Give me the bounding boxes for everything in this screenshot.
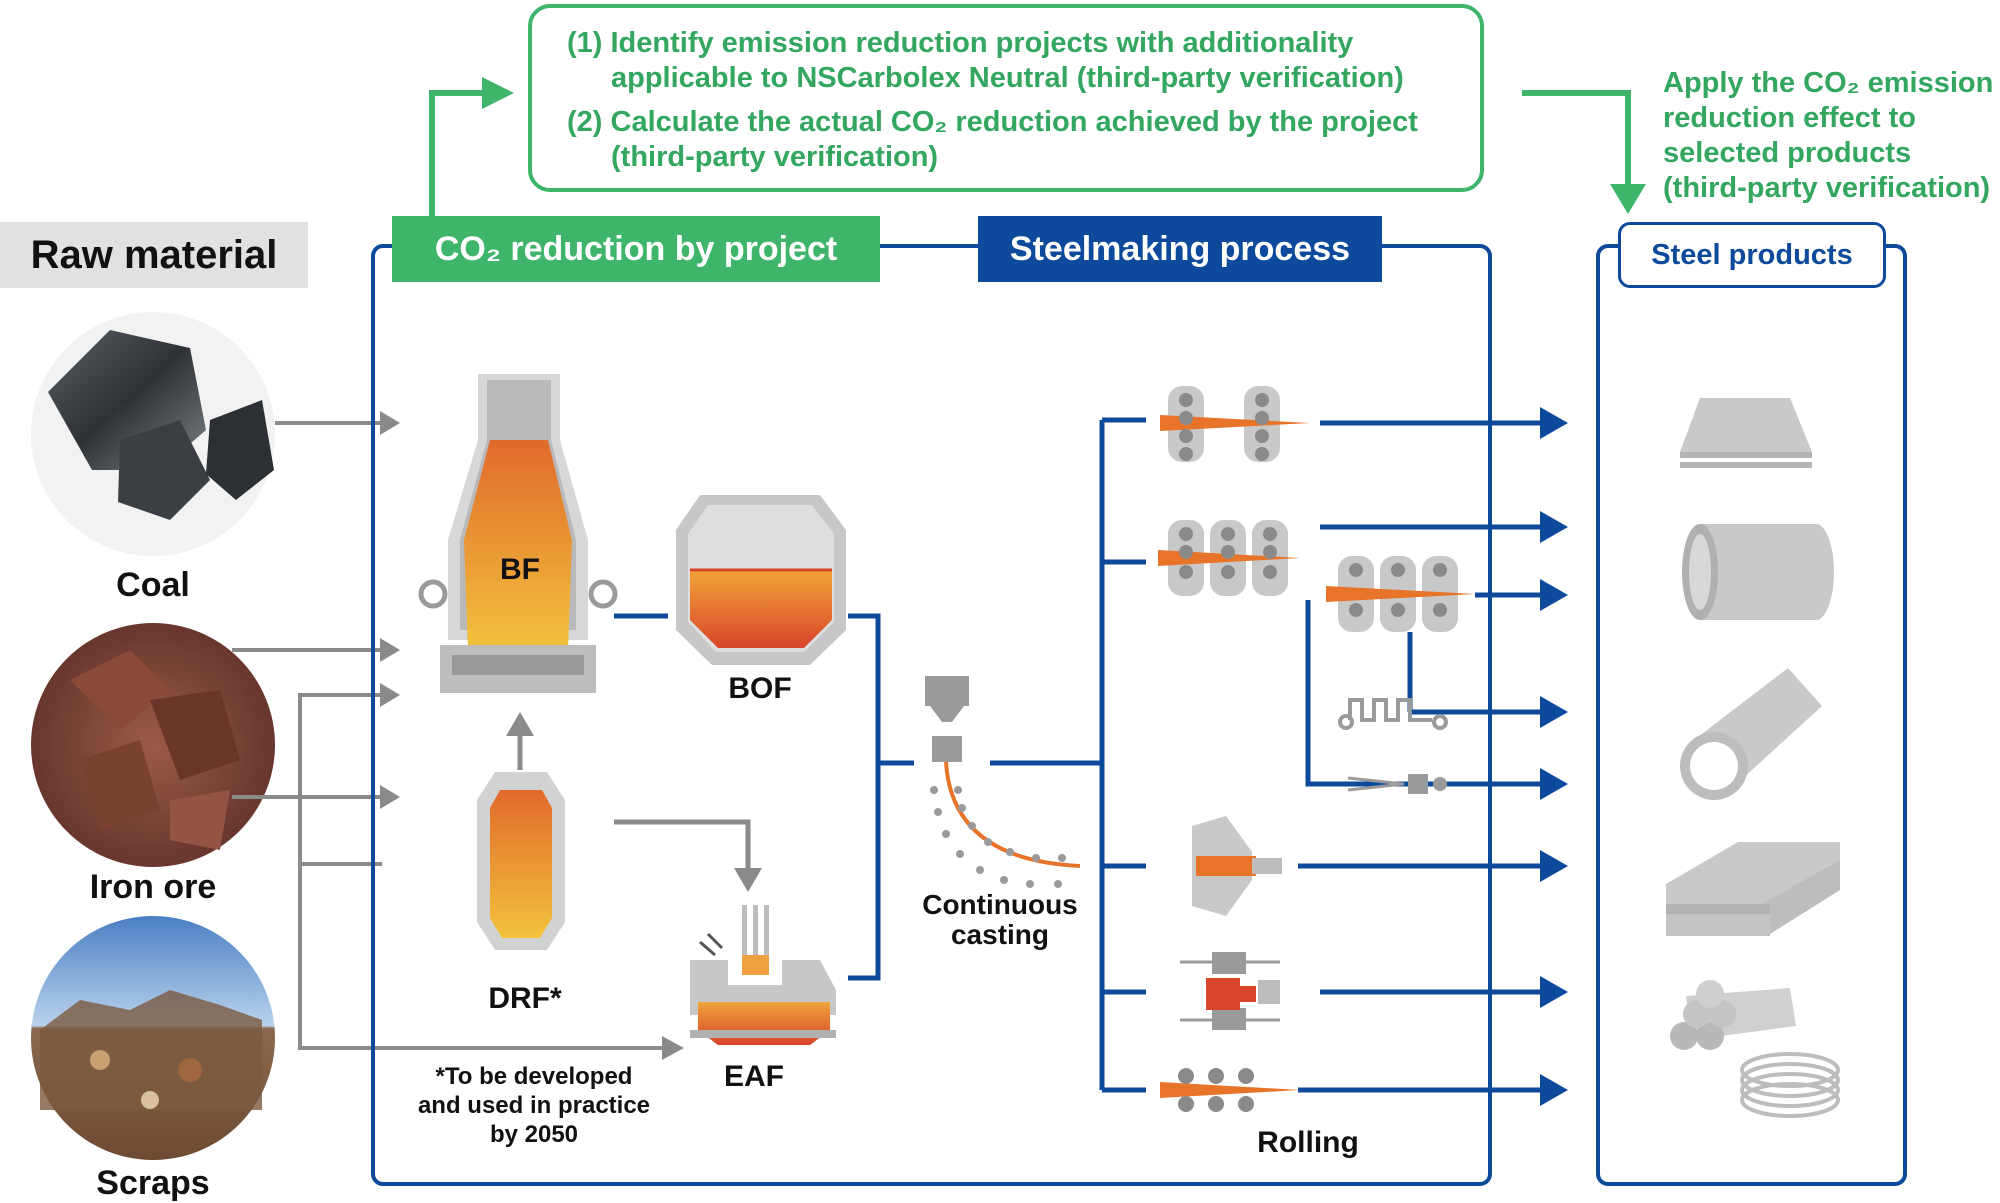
steel-tube-icon — [1680, 668, 1822, 800]
iron-ore-photo — [31, 623, 275, 867]
verification-line-1a: (1) Identify emission reduction projects… — [567, 27, 1354, 59]
scraps-photo — [31, 916, 275, 1160]
blast-furnace-icon — [418, 374, 618, 693]
raw-material-title: Raw material — [0, 222, 308, 288]
footnote-line: and used in practice — [417, 1092, 651, 1119]
h-beam-icon — [1666, 842, 1840, 936]
process-flow-lines — [614, 417, 1540, 1093]
coal-photo — [31, 312, 275, 556]
steel-products-header: Steel products — [1618, 222, 1886, 288]
iron-ore-label: Iron ore — [89, 868, 217, 906]
rolling-label: Rolling — [1257, 1126, 1359, 1159]
steel-sheet-icon — [1680, 398, 1812, 468]
raw-material-arrows — [232, 421, 665, 1050]
bof-icon — [676, 495, 846, 665]
scraps-label: Scraps — [96, 1164, 210, 1202]
drf-icon — [477, 772, 565, 950]
verification-line-2a: (2) Calculate the actual CO₂ reduction a… — [567, 106, 1418, 138]
apply-note-line: (third-party verification) — [1663, 172, 1991, 204]
co2-reduction-header: CO₂ reduction by project — [392, 216, 880, 282]
steel-pipe-icon — [1682, 524, 1834, 620]
rolling-mill-icon — [1158, 386, 1475, 1112]
apply-note-line: selected products — [1663, 137, 1912, 169]
verification-line-1b: applicable to NSCarbolex Neutral (third-… — [611, 62, 1404, 94]
eaf-label: EAF — [724, 1060, 784, 1093]
verification-box: (1) Identify emission reduction projects… — [528, 4, 1484, 192]
bof-label: BOF — [728, 672, 792, 705]
continuous-casting-label: Continuous casting — [922, 889, 1078, 950]
steelmaking-process-header: Steelmaking process — [978, 216, 1382, 282]
verification-line-2b: (third-party verification) — [611, 141, 939, 173]
apply-note-line: reduction effect to — [1663, 102, 1916, 134]
apply-note-line: Apply the CO₂ emission — [1663, 67, 1994, 99]
footnote-line: *To be developed — [435, 1063, 633, 1090]
steel-bar-coil-icon — [1670, 980, 1840, 1118]
eaf-icon — [690, 905, 836, 1045]
footnote-line: by 2050 — [489, 1121, 579, 1148]
apply-note: Apply the CO₂ emission reduction effect … — [1663, 66, 1993, 206]
bf-label: BF — [500, 553, 540, 586]
coal-label: Coal — [116, 566, 190, 604]
footnote: *To be developed and used in practice by… — [398, 1062, 670, 1149]
drf-label: DRF* — [488, 982, 562, 1015]
continuous-caster-icon — [925, 676, 1081, 888]
